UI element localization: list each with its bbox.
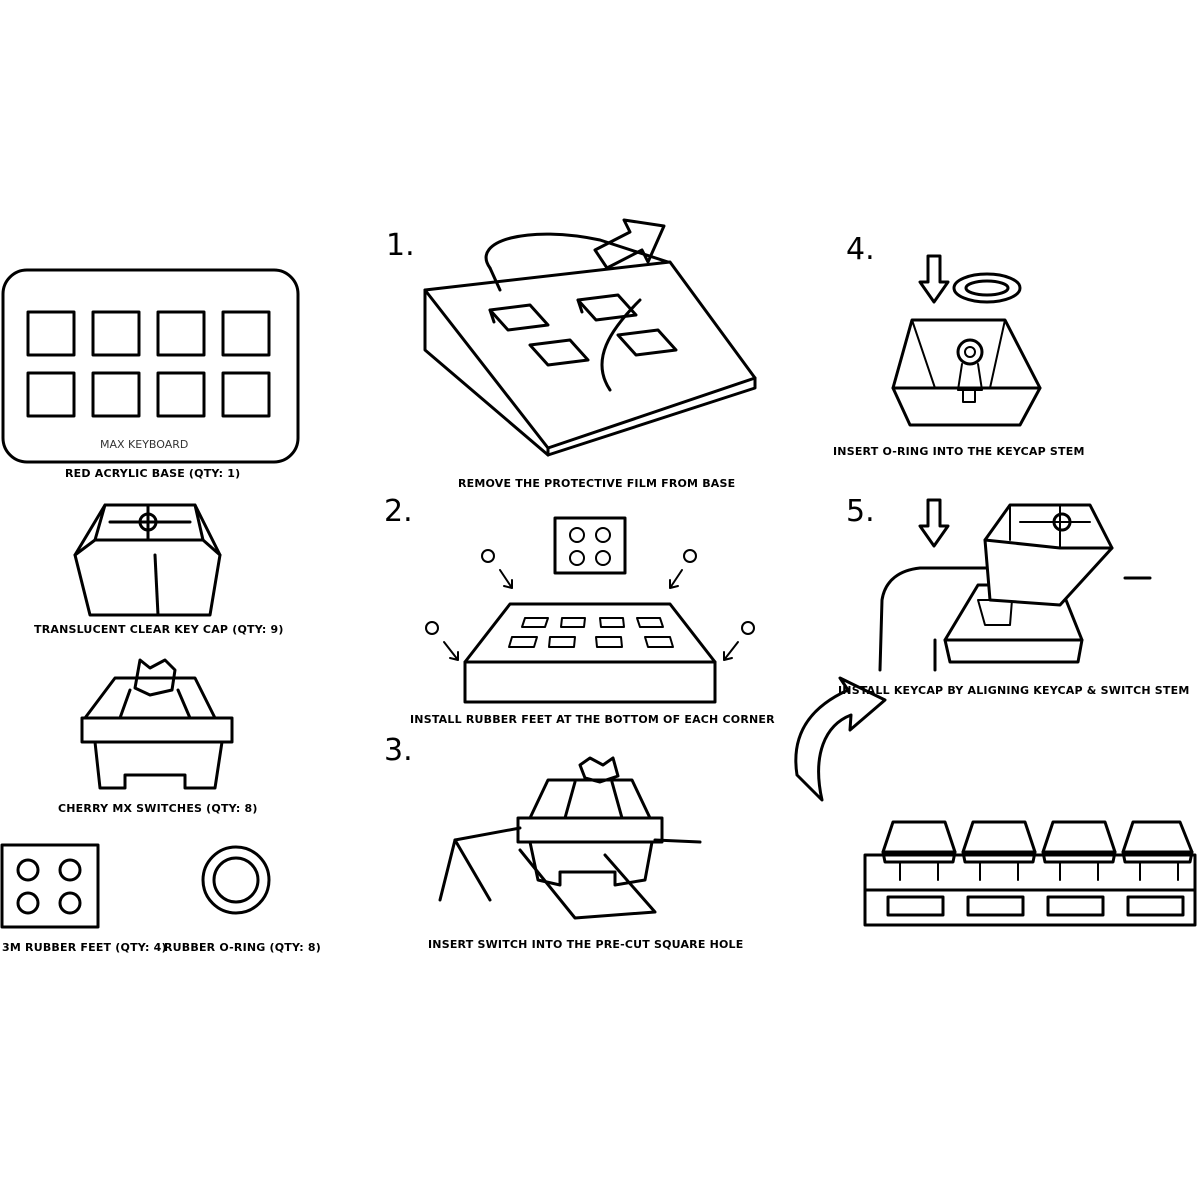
step-2-number: 2. (384, 494, 413, 529)
step-5-caption: INSTALL KEYCAP BY ALIGNING KEYCAP & SWIT… (838, 684, 1190, 697)
rubber-feet-illustration (0, 843, 100, 929)
step4-illustration (891, 254, 1042, 427)
step-1-caption: REMOVE THE PROTECTIVE FILM FROM BASE (458, 477, 736, 490)
acrylic-base-illustration (1, 268, 300, 464)
step-5-number: 5. (846, 494, 875, 529)
switch-illustration (80, 658, 234, 790)
step2-illustration (425, 516, 755, 704)
base-brand-text: MAX KEYBOARD (100, 438, 189, 451)
step3-illustration (438, 756, 702, 920)
step-3-number: 3. (384, 733, 413, 768)
o-ring-label: RUBBER O-RING (QTY: 8) (164, 941, 321, 954)
step-4-number: 4. (846, 232, 875, 267)
step-4-caption: INSERT O-RING INTO THE KEYCAP STEM (833, 445, 1085, 458)
curved-arrow (794, 676, 887, 802)
switch-label: CHERRY MX SWITCHES (QTY: 8) (58, 802, 258, 815)
rubber-feet-label: 3M RUBBER FEET (QTY: 4) (2, 941, 167, 954)
step1-illustration (423, 218, 757, 457)
keycap-label: TRANSLUCENT CLEAR KEY CAP (QTY: 9) (34, 623, 284, 636)
o-ring-illustration (201, 845, 271, 915)
step-1-number: 1. (386, 228, 415, 263)
step-2-caption: INSTALL RUBBER FEET AT THE BOTTOM OF EAC… (410, 713, 775, 726)
step5-illustration (878, 498, 1152, 672)
assembled-keyboard-illustration (863, 820, 1197, 927)
base-label: RED ACRYLIC BASE (QTY: 1) (65, 467, 241, 480)
keycap-illustration (73, 503, 222, 617)
step-3-caption: INSERT SWITCH INTO THE PRE-CUT SQUARE HO… (428, 938, 744, 951)
